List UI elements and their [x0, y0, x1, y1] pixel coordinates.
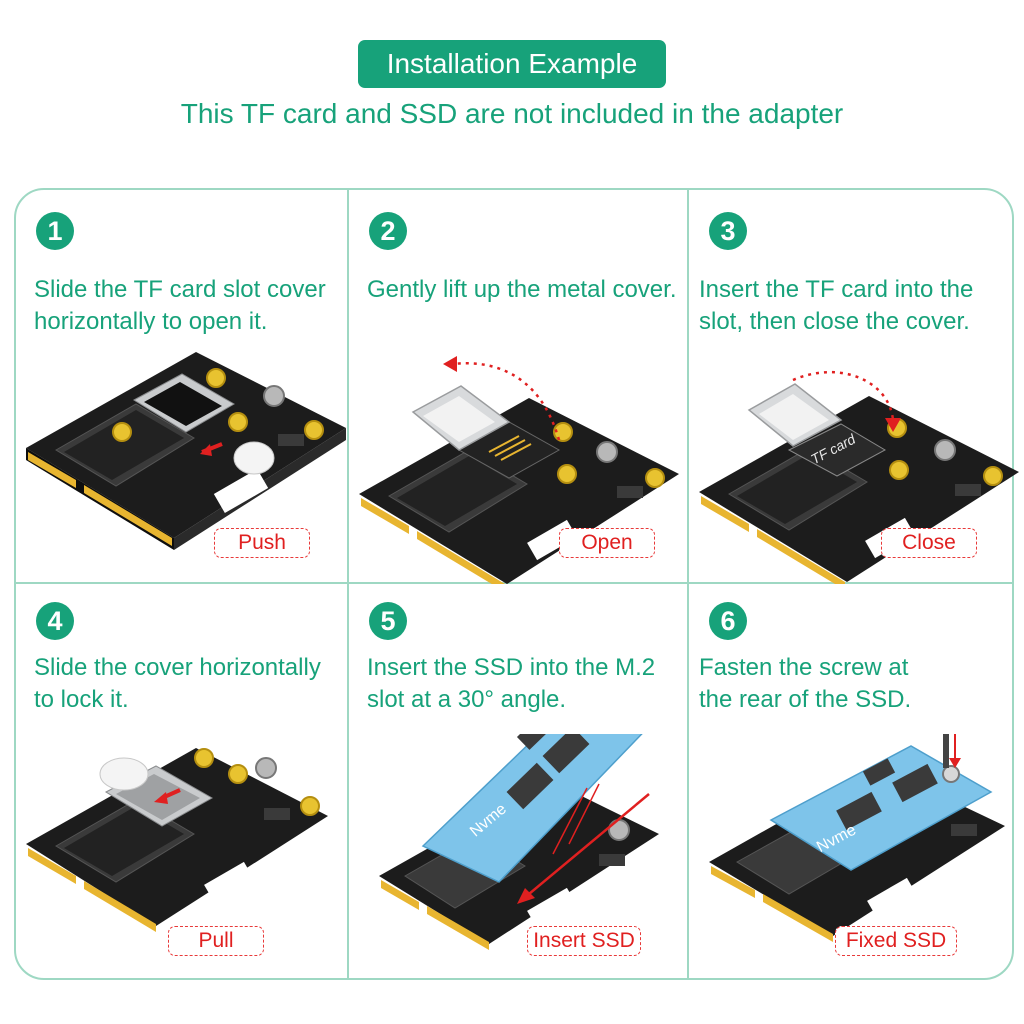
step-3-illustration: TF card Close: [689, 340, 1023, 584]
step-4-panel: 4 Slide the cover horizontally to lock i…: [16, 584, 350, 978]
step-4-number: 4: [36, 602, 74, 640]
step-2-illustration: Open: [349, 340, 683, 584]
adapter-board-illustration: Nvme: [709, 734, 1005, 942]
adapter-board-illustration: Nvme: [379, 734, 659, 950]
page-subtitle: This TF card and SSD are not included in…: [180, 98, 844, 129]
step-6-panel: 6 Fasten the screw at the rear of the SS…: [689, 584, 1023, 978]
step-2-text: Gently lift up the metal cover.: [367, 276, 677, 303]
page-title: Installation Example: [358, 40, 666, 88]
step-1-tag: Push: [214, 528, 310, 558]
step-3-tag: Close: [881, 528, 977, 558]
step-3-number: 3: [709, 212, 747, 250]
adapter-board-illustration: TF card: [699, 371, 1019, 584]
step-6-tag: Fixed SSD: [835, 926, 957, 956]
step-5-text: Insert the SSD into the M.2 slot at a 30…: [367, 654, 656, 713]
step-2-tag: Open: [559, 528, 655, 558]
step-4-text: Slide the cover horizontally to lock it.: [34, 654, 321, 713]
adapter-board-illustration: [26, 352, 346, 550]
step-5-number: 5: [369, 602, 407, 640]
step-5-panel: 5 Insert the SSD into the M.2 slot at a …: [349, 584, 683, 978]
grid-divider-h: [16, 582, 1012, 584]
grid-divider-v2: [687, 190, 689, 978]
step-6-text: Fasten the screw at the rear of the SSD.: [699, 654, 912, 713]
step-1-panel: 1 Slide the TF card slot cover horizonta…: [16, 190, 350, 584]
step-1-illustration: Push: [16, 340, 350, 584]
step-5-tag: Insert SSD: [527, 926, 641, 956]
grid-divider-v1: [347, 190, 349, 978]
step-2-panel: 2 Gently lift up the metal cover. Open: [349, 190, 683, 584]
step-4-illustration: Pull: [16, 734, 350, 978]
step-6-number: 6: [709, 602, 747, 640]
step-3-text: Insert the TF card into the slot, then c…: [699, 276, 974, 335]
step-2-number: 2: [369, 212, 407, 250]
steps-grid-frame: [14, 188, 1014, 980]
adapter-board-illustration: [26, 748, 328, 932]
adapter-board-illustration: [359, 356, 679, 584]
step-4-tag: Pull: [168, 926, 264, 956]
step-3-panel: 3 Insert the TF card into the slot, then…: [689, 190, 1023, 584]
step-5-illustration: Nvme Insert SSD: [349, 734, 683, 978]
step-1-text: Slide the TF card slot cover horizontall…: [34, 276, 326, 335]
step-6-illustration: Nvme Fixed SSD: [689, 734, 1023, 978]
step-1-number: 1: [36, 212, 74, 250]
